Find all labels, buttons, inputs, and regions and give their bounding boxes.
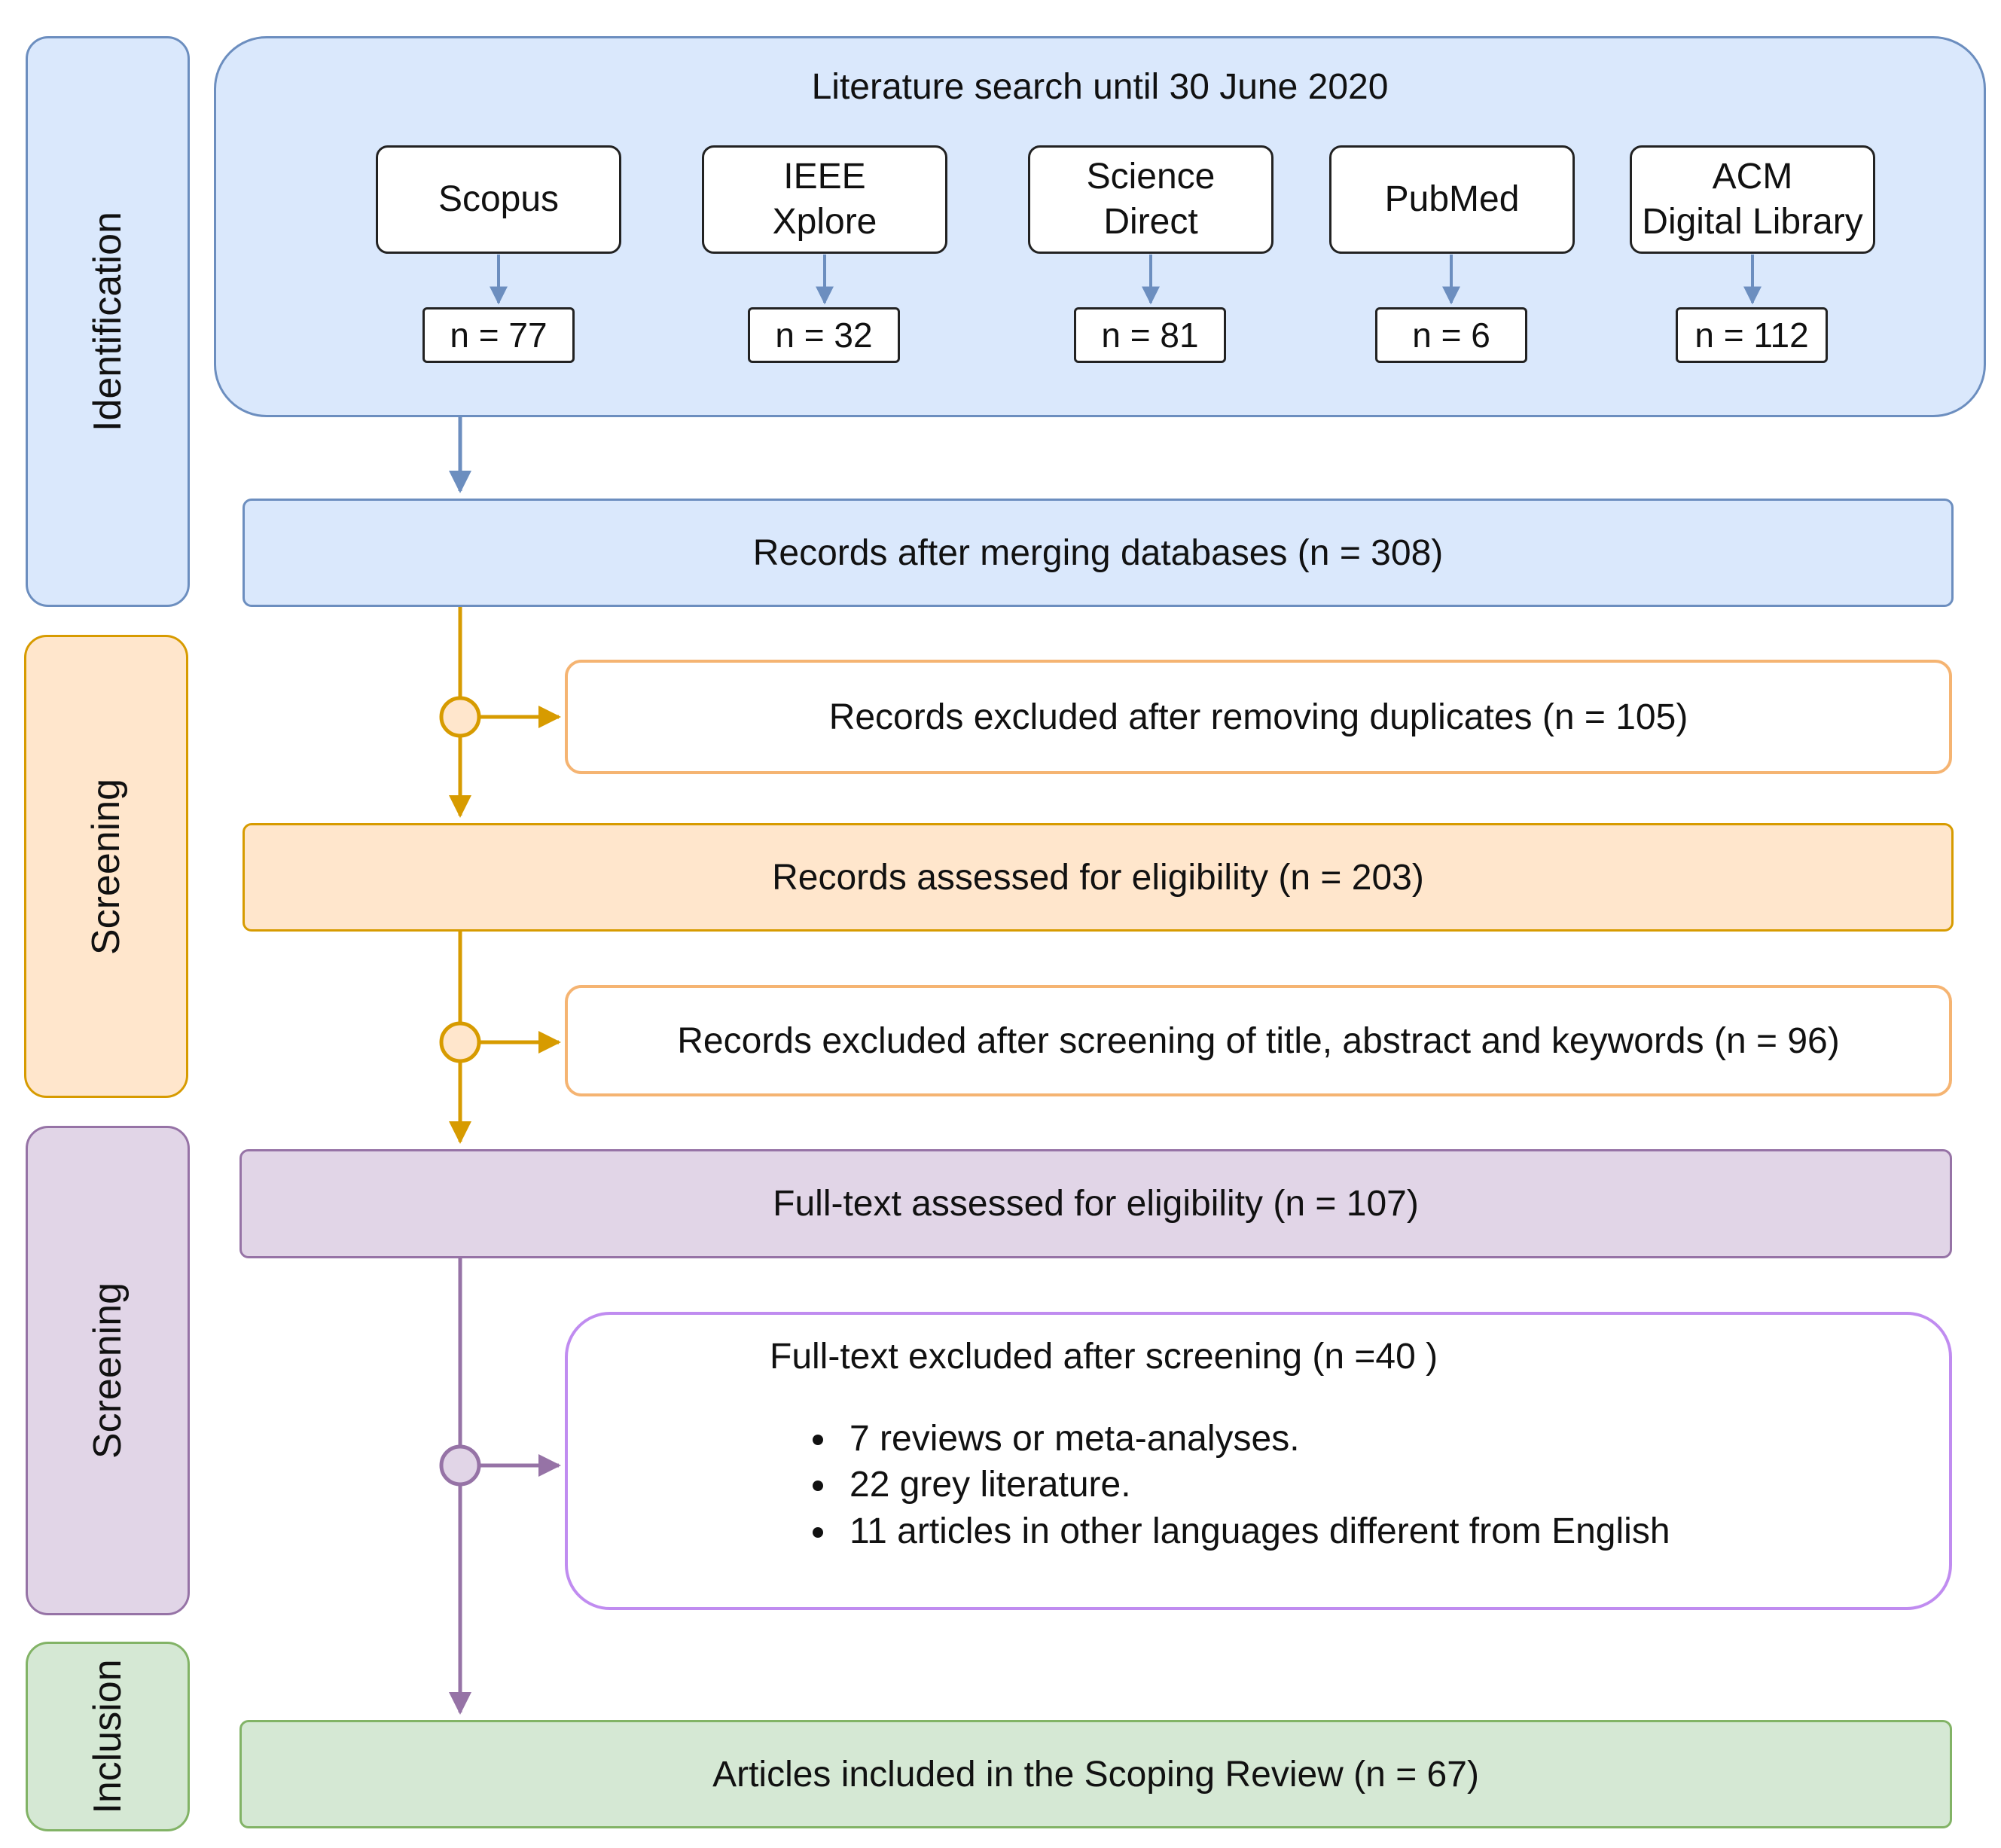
phase-inclusion: Inclusion: [26, 1642, 190, 1831]
database-scopus: Scopus: [376, 145, 621, 254]
literature-search-title: Literature search until 30 June 2020: [811, 67, 1389, 107]
junction-duplicates: [439, 696, 481, 738]
fulltext-assessed-box: Full-text assessed for eligibility (n = …: [239, 1149, 1952, 1258]
count-science-direct: n = 81: [1074, 307, 1226, 363]
database-acm-digital-library: ACM Digital Library: [1630, 145, 1875, 254]
records-merged-box: Records after merging databases (n = 308…: [242, 499, 1954, 607]
database-name-line2: Digital Library: [1642, 202, 1863, 242]
junction-fulltext: [439, 1444, 481, 1487]
count-ieee-xplore: n = 32: [748, 307, 900, 363]
database-ieee-xplore: IEEE Xplore: [702, 145, 947, 254]
database-science-direct: Science Direct: [1028, 145, 1274, 254]
phase-screening-1: Screening: [24, 635, 188, 1098]
phase-screening-2: Screening: [26, 1126, 190, 1615]
fulltext-excluded-title: Full-text excluded after screening (n =4…: [770, 1337, 1438, 1377]
database-name-line1: Science: [1086, 157, 1216, 197]
included-articles-box: Articles included in the Scoping Review …: [239, 1720, 1952, 1828]
count-acm-digital-library: n = 112: [1676, 307, 1828, 363]
count-scopus: n = 77: [422, 307, 575, 363]
exclusion-reason: 22 grey literature.: [839, 1462, 1670, 1508]
excluded-screening-box: Records excluded after screening of titl…: [565, 985, 1952, 1096]
excluded-duplicates-box: Records excluded after removing duplicat…: [565, 660, 1952, 774]
database-name-line2: Xplore: [772, 202, 877, 242]
exclusion-reason: 11 articles in other languages different…: [839, 1508, 1670, 1554]
phase-identification: Identification: [26, 36, 190, 607]
exclusion-reasons-list: 7 reviews or meta-analyses. 22 grey lite…: [786, 1416, 1670, 1554]
junction-screening: [439, 1021, 481, 1063]
database-pubmed: PubMed: [1329, 145, 1575, 254]
database-name-line1: IEEE: [783, 157, 866, 197]
database-name-line1: Scopus: [438, 179, 560, 219]
database-name-line2: Direct: [1103, 202, 1198, 242]
database-name-line1: ACM: [1712, 157, 1793, 197]
count-pubmed: n = 6: [1375, 307, 1527, 363]
database-name-line1: PubMed: [1384, 179, 1520, 219]
exclusion-reason: 7 reviews or meta-analyses.: [839, 1416, 1670, 1462]
records-assessed-box: Records assessed for eligibility (n = 20…: [242, 823, 1954, 932]
fulltext-excluded-box: Full-text excluded after screening (n =4…: [565, 1312, 1952, 1610]
